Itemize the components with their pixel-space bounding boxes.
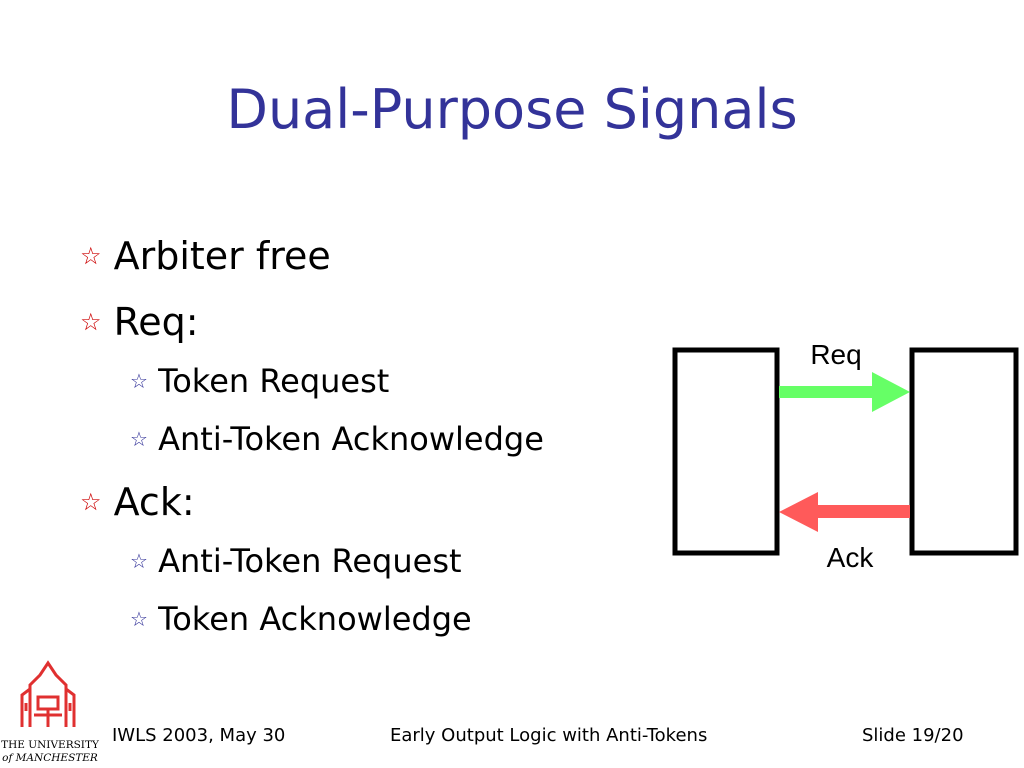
bullet-text: Req: [113,300,199,344]
bullet-item: ☆ Req: [80,300,199,344]
logo-line-1: THE UNIVERSITY [1,739,99,751]
footer-center: Early Output Logic with Anti-Tokens [390,725,708,746]
footer-right: Slide 19/20 [862,725,964,746]
star-bullet-icon: ☆ [80,241,102,270]
star-bullet-icon: ☆ [80,307,102,336]
receiver-block [909,347,1019,556]
ack-label: Ack [827,542,875,573]
req-label: Req [810,339,861,370]
ack-arrow [779,492,910,532]
logo-line-2: of MANCHESTER [2,752,98,764]
sub-bullet-text: Anti-Token Acknowledge [158,420,544,458]
sub-bullet-text: Token Acknowledge [158,600,472,638]
sub-bullet-item: ☆ Anti-Token Acknowledge [130,420,544,458]
footer-left: IWLS 2003, May 30 [112,725,286,746]
star-bullet-icon: ☆ [130,369,148,393]
sender-block [672,347,780,556]
bullet-item: ☆ Ack: [80,480,195,524]
req-arrow [779,372,910,412]
bullet-text: Ack: [113,480,195,524]
slide-title: Dual-Purpose Signals [226,78,798,141]
star-bullet-icon: ☆ [130,607,148,631]
manchester-crest-icon [20,660,76,727]
sub-bullet-text: Token Request [158,362,390,400]
star-bullet-icon: ☆ [80,487,102,516]
sub-bullet-text: Anti-Token Request [158,542,462,580]
sub-bullet-item: ☆ Token Acknowledge [130,600,472,638]
sub-bullet-item: ☆ Token Request [130,362,389,400]
star-bullet-icon: ☆ [130,549,148,573]
university-logo: THE UNIVERSITY of MANCHESTER [0,655,100,768]
sub-bullet-item: ☆ Anti-Token Request [130,542,462,580]
star-bullet-icon: ☆ [130,427,148,451]
bullet-text: Arbiter free [113,234,331,278]
bullet-item: ☆ Arbiter free [80,234,331,278]
